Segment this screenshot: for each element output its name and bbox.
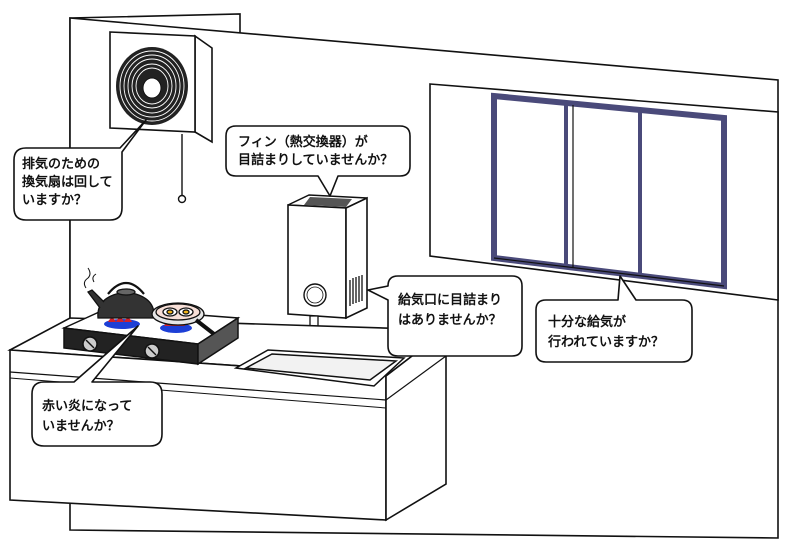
fan-pull-knob — [179, 196, 186, 203]
window-frame — [494, 96, 724, 286]
callout-intake: 給気口に目詰まり はありませんか？ — [368, 276, 522, 356]
egg-left-yolk — [167, 310, 173, 314]
fan-hub — [143, 78, 161, 98]
kettle-lid — [117, 289, 135, 295]
fan-housing-side — [195, 36, 212, 142]
egg-right-yolk — [183, 310, 189, 314]
